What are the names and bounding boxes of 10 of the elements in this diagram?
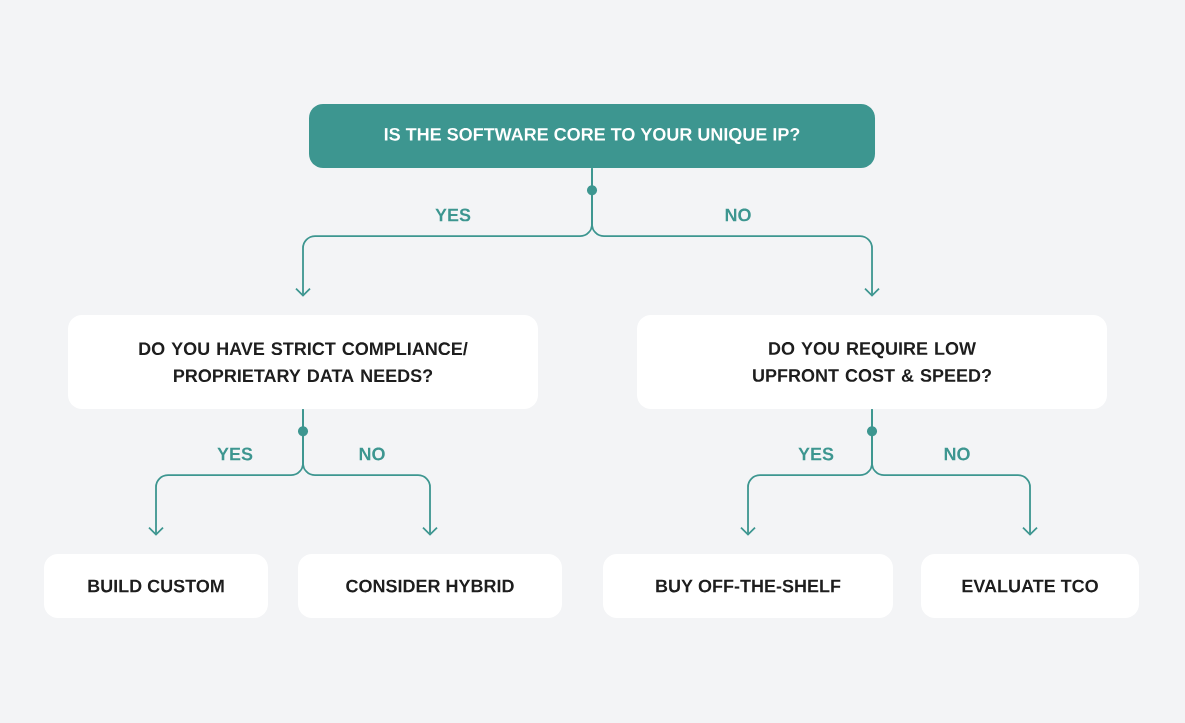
answer-box: DO YOU HAVE STRICT COMPLIANCE/ PROPRIETARY DATA NEEDS? bbox=[68, 315, 538, 409]
answer-box: BUY OFF-THE-SHELF bbox=[603, 554, 893, 618]
arrow bbox=[302, 408, 438, 536]
arrow bbox=[591, 167, 880, 297]
answer-box: CONSIDER HYBRID bbox=[298, 554, 562, 618]
answer-box: DO YOU REQUIRE LOW UPFRONT COST & SPEED? bbox=[637, 315, 1107, 409]
arrow bbox=[871, 408, 1038, 536]
answer-box: EVALUATE TCO bbox=[921, 554, 1139, 618]
question-box: IS THE SOFTWARE CORE TO YOUR UNIQUE IP? bbox=[309, 104, 875, 168]
answer-box: BUILD CUSTOM bbox=[44, 554, 268, 618]
